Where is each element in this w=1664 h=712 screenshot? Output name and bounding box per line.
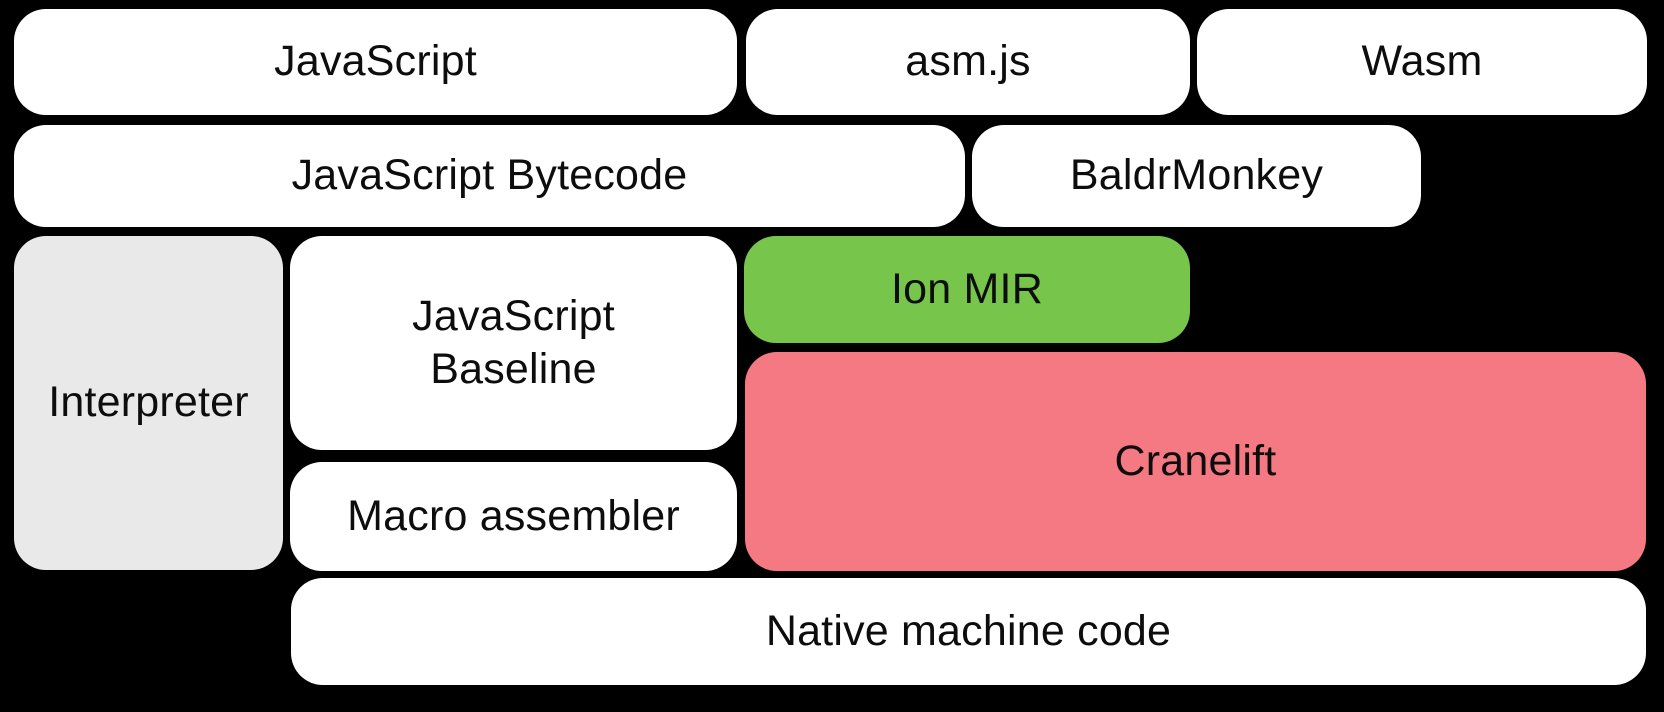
- box-ion-mir: Ion MIR: [744, 236, 1190, 343]
- box-wasm: Wasm: [1197, 9, 1647, 115]
- box-javascript-label: JavaScript: [274, 37, 477, 86]
- box-macro-assembler-label: Macro assembler: [347, 491, 680, 540]
- box-ion-mir-label: Ion MIR: [891, 264, 1043, 313]
- box-interpreter: Interpreter: [14, 236, 283, 570]
- box-javascript-baseline: JavaScript Baseline: [290, 236, 737, 450]
- box-asm-js-label: asm.js: [905, 37, 1031, 86]
- box-macro-assembler: Macro assembler: [290, 462, 737, 571]
- box-cranelift: Cranelift: [745, 352, 1646, 571]
- box-interpreter-label: Interpreter: [48, 378, 249, 427]
- box-javascript: JavaScript: [14, 9, 737, 115]
- box-native-machine-code-label: Native machine code: [765, 606, 1172, 655]
- box-native-machine-code: Native machine code: [291, 578, 1646, 685]
- box-javascript-baseline-label: JavaScript Baseline: [412, 291, 615, 393]
- box-baldrmonkey-label: BaldrMonkey: [1069, 151, 1324, 200]
- box-wasm-label: Wasm: [1361, 37, 1483, 86]
- box-javascript-bytecode: JavaScript Bytecode: [14, 125, 965, 227]
- box-javascript-bytecode-label: JavaScript Bytecode: [291, 151, 688, 200]
- box-baldrmonkey: BaldrMonkey: [972, 125, 1421, 227]
- box-asm-js: asm.js: [746, 9, 1190, 115]
- box-cranelift-label: Cranelift: [1114, 436, 1277, 485]
